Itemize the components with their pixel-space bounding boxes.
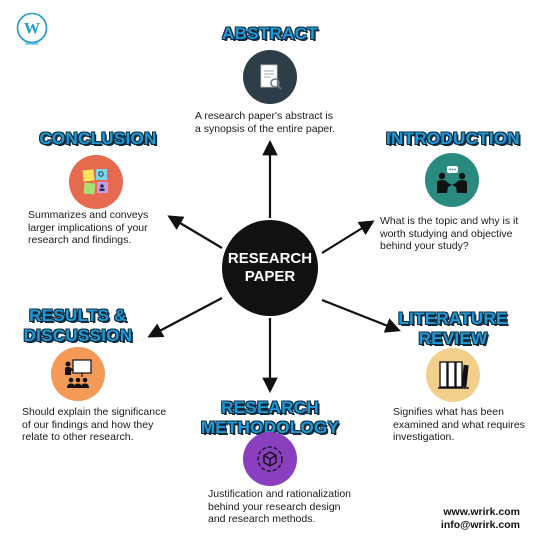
conclusion-title: CONCLUSION: [39, 129, 157, 148]
conclusion-desc: Summarizes and conveys larger implicatio…: [28, 209, 149, 246]
methodology-desc: Justification and rationalization behind…: [208, 488, 352, 525]
svg-text:W: W: [24, 21, 40, 38]
footer-website[interactable]: www.wrirk.com: [443, 506, 520, 518]
arrow-introduction: [321, 220, 375, 254]
methodology-title-line-1: RESEARCH: [221, 398, 319, 417]
sticky-notes-icon: [82, 169, 108, 195]
results-icon-circle: [51, 347, 105, 401]
method-cube-icon: [257, 446, 283, 472]
books-icon: [438, 361, 469, 389]
logo-mark-icon: W: [16, 12, 48, 44]
document-magnifier-icon: [260, 64, 282, 90]
presentation-icon: [65, 359, 92, 388]
hub-line-2: PAPER: [244, 268, 296, 285]
literature-icon-circle: [426, 348, 480, 402]
introduction-desc: What is the topic and why is it worth st…: [380, 215, 519, 252]
footer-email[interactable]: info@wrirk.com: [440, 519, 520, 531]
footer-contact: www.wrirk.com info@wrirk.com: [400, 506, 520, 532]
abstract-icon-circle: [243, 50, 297, 104]
results-title-line-1: RESULTS &: [29, 306, 127, 325]
hub-line-1: RESEARCH: [227, 250, 313, 267]
results-desc: Should explain the significance of our f…: [22, 406, 167, 443]
research-paper-hub: RESEARCH PAPER: [222, 220, 318, 316]
literature-desc: Signifies what has been examined and wha…: [393, 406, 525, 443]
methodology-title-line-2: METHODOLOGY: [200, 418, 340, 437]
conclusion-icon-circle: [69, 155, 123, 209]
handshake-meeting-icon: [437, 166, 467, 193]
abstract-desc: A research paper's abstract is a synopsi…: [195, 110, 336, 135]
arrow-results: [147, 297, 223, 338]
abstract-title: ABSTRACT: [222, 24, 318, 43]
literature-title: LITERATURE REVIEW: [383, 309, 523, 349]
results-title-line-2: DISCUSSION: [23, 326, 133, 345]
logo-label: WRIRK: [25, 41, 39, 46]
arrow-literature: [321, 298, 401, 333]
introduction-title: INTRODUCTION: [386, 129, 520, 148]
arrow-conclusion: [167, 215, 223, 249]
literature-title-line-2: REVIEW: [418, 329, 488, 348]
introduction-icon-circle: [425, 153, 479, 207]
literature-title-line-1: LITERATURE: [398, 309, 508, 328]
results-title: RESULTS & DISCUSSION: [8, 306, 148, 346]
methodology-title: RESEARCH METHODOLOGY: [185, 398, 355, 438]
methodology-icon-circle: [243, 432, 297, 486]
logo: W WRIRK: [16, 12, 48, 46]
